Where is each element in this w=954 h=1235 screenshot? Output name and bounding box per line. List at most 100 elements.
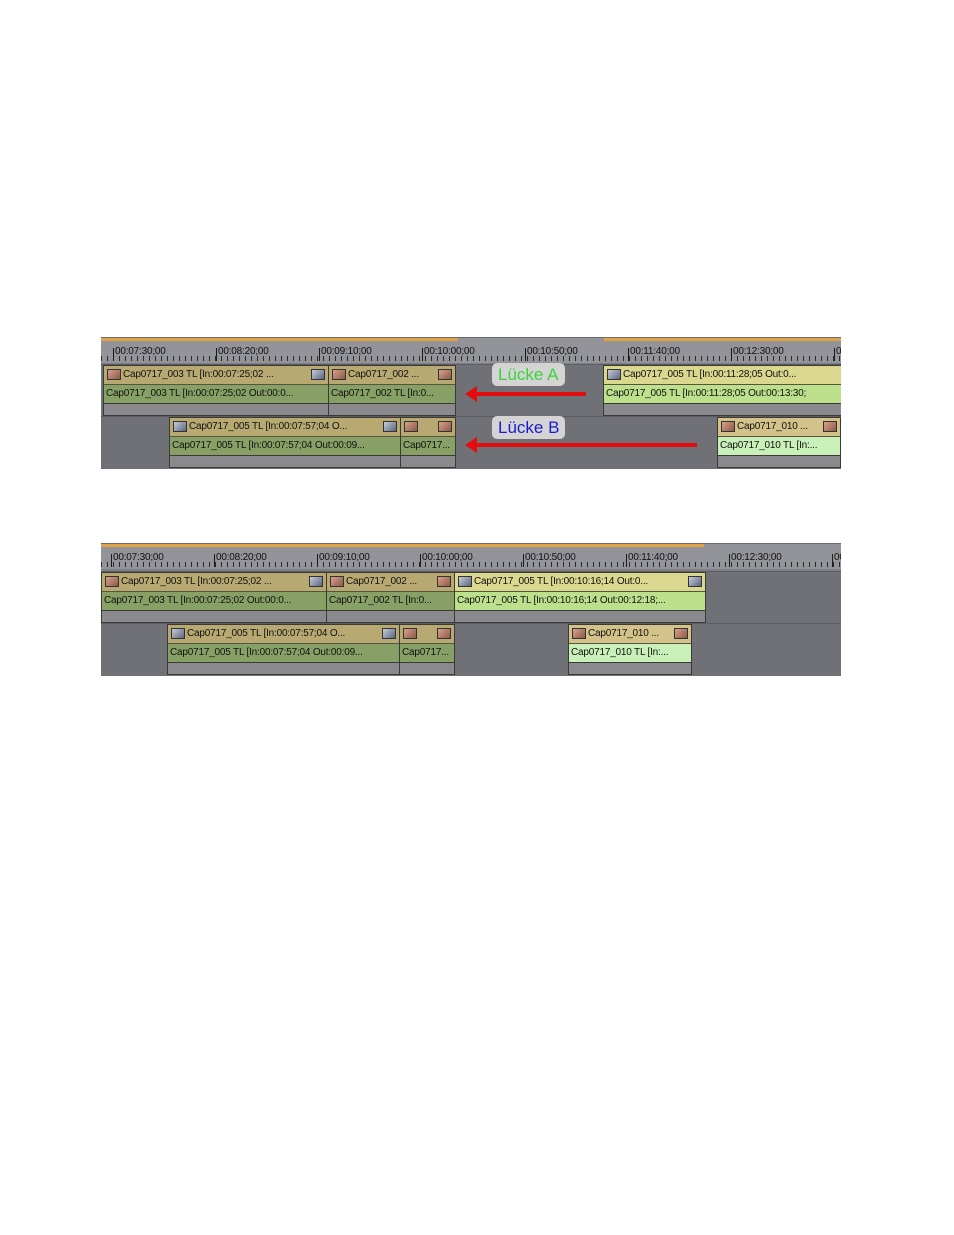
gap-a-label: Lücke A xyxy=(492,363,565,386)
clip-audio-row: Cap0717_005 TL [In:00:07:57;04 Out:00:09… xyxy=(170,437,400,456)
clip-video-row: Cap0717_005 TL [In:00:11:28;05 Out:0... xyxy=(604,366,841,385)
clip-sub-row xyxy=(718,456,840,467)
clip-cap0717-010[interactable]: Cap0717_010 ... Cap0717_010 TL [In:... xyxy=(717,417,841,468)
clip-sub-row xyxy=(455,611,705,622)
clip-thumbnail-icon xyxy=(823,421,837,432)
ruler-major-tick xyxy=(113,348,114,361)
clip-audio-label: Cap0717_005 TL [In:00:11:28;05 Out:00:13… xyxy=(606,388,807,399)
clip-sub-row xyxy=(401,456,455,467)
ruler-range-indicator xyxy=(101,338,458,341)
ruler-range-indicator xyxy=(101,544,704,547)
clip-video-row: Cap0717_003 TL [In:00:07:25;02 ... xyxy=(102,573,326,592)
clip-audio-row: Cap0717... xyxy=(401,437,455,456)
clip-cap0717-005[interactable]: Cap0717_005 TL [In:00:07:57;04 O... Cap0… xyxy=(169,417,401,468)
ruler-major-tick xyxy=(214,554,215,567)
clip-thumbnail-icon xyxy=(438,421,452,432)
ruler-timecode: 00:08:20;00 xyxy=(218,346,269,357)
track-1: Cap0717_003 TL [In:00:07:25;02 ... Cap07… xyxy=(101,364,841,416)
clip-audio-label: Cap0717_002 TL [In:0... xyxy=(331,388,434,399)
clip-audio-row: Cap0717_003 TL [In:00:07:25;02 Out:00:0.… xyxy=(104,385,328,404)
clip-audio-label: Cap0717_005 TL [In:00:07:57;04 Out:00:09… xyxy=(170,647,363,658)
clip-thumbnail-icon xyxy=(458,576,472,587)
clip-cap0717-003[interactable]: Cap0717_003 TL [In:00:07:25;02 ... Cap07… xyxy=(101,572,327,623)
ruler-range-indicator xyxy=(604,338,841,341)
clip-cap0717-002[interactable]: Cap0717_002 ... Cap0717_002 TL [In:0... xyxy=(328,365,456,416)
clip-sub-row xyxy=(400,663,454,674)
timeline-after: 00:07:30;00 00:08:20;00 00:09:10;00 00:1… xyxy=(101,543,841,676)
ruler-major-tick xyxy=(317,554,318,567)
clip-audio-row: Cap0717... xyxy=(400,644,454,663)
ruler-major-tick xyxy=(729,554,730,567)
clip-sub-row xyxy=(170,456,400,467)
clip-audio-label: Cap0717... xyxy=(402,647,449,658)
clip-audio-label: Cap0717_003 TL [In:00:07:25;02 Out:00:0.… xyxy=(104,595,292,606)
clip-audio-row: Cap0717_010 TL [In:... xyxy=(718,437,840,456)
clip-thumbnail-icon xyxy=(309,576,323,587)
clip-sub-row xyxy=(329,404,455,415)
arrow-left-icon xyxy=(465,386,477,402)
clip-video-row: Cap0717_005 TL [In:00:07:57;04 O... xyxy=(170,418,400,437)
ruler-major-tick xyxy=(319,348,320,361)
clip-video-row xyxy=(401,418,455,437)
clip-cap0717-short[interactable]: Cap0717... xyxy=(400,417,456,468)
clip-thumbnail-icon xyxy=(721,421,735,432)
clip-video-row: Cap0717_002 ... xyxy=(329,366,455,385)
clip-audio-label: Cap0717_003 TL [In:00:07:25;02 Out:00:0.… xyxy=(106,388,294,399)
arrow-left-icon xyxy=(465,437,477,453)
time-ruler[interactable]: 00:07:30;00 00:08:20;00 00:09:10;00 00:1… xyxy=(101,337,841,363)
timeline-before: 00:07:30;00 00:08:20;00 00:09:10;00 00:1… xyxy=(101,337,841,469)
clip-audio-label: Cap0717_010 TL [In:... xyxy=(571,647,669,658)
ruler-major-tick xyxy=(832,554,833,567)
clip-thumbnail-icon xyxy=(330,576,344,587)
clip-thumbnail-icon xyxy=(382,628,396,639)
clip-video-row xyxy=(400,625,454,644)
clip-cap0717-005[interactable]: Cap0717_005 TL [In:00:07:57;04 O... Cap0… xyxy=(167,624,400,675)
ruler-major-tick xyxy=(731,348,732,361)
ruler-timecode: 00:12:30;00 xyxy=(731,552,782,563)
clip-audio-row: Cap0717_002 TL [In:0... xyxy=(329,385,455,404)
clip-video-label: Cap0717_010 ... xyxy=(737,421,808,432)
clip-thumbnail-icon xyxy=(383,421,397,432)
clip-audio-row: Cap0717_005 TL [In:00:11:28;05 Out:00:13… xyxy=(604,385,841,404)
clip-thumbnail-icon xyxy=(572,628,586,639)
clip-video-label: Cap0717_005 TL [In:00:07:57;04 O... xyxy=(187,628,346,639)
ruler-timecode: 00:10:50;00 xyxy=(525,552,576,563)
clip-video-row: Cap0717_010 ... xyxy=(569,625,691,644)
gap-b-label: Lücke B xyxy=(492,416,566,439)
time-ruler[interactable]: 00:07:30;00 00:08:20;00 00:09:10;00 00:1… xyxy=(101,543,841,569)
clip-audio-row: Cap0717_005 TL [In:00:10:16;14 Out:00:12… xyxy=(455,592,705,611)
ruler-ticks xyxy=(101,562,841,567)
clip-thumbnail-icon xyxy=(311,369,325,380)
clip-audio-row: Cap0717_002 TL [In:0... xyxy=(327,592,454,611)
ruler-major-tick xyxy=(523,554,524,567)
clip-video-label: Cap0717_003 TL [In:00:07:25;02 ... xyxy=(121,576,272,587)
ruler-major-tick xyxy=(626,554,627,567)
clip-audio-label: Cap0717... xyxy=(403,440,450,451)
clip-cap0717-005[interactable]: Cap0717_005 TL [In:00:10:16;14 Out:0... … xyxy=(454,572,706,623)
clip-thumbnail-icon xyxy=(674,628,688,639)
ruler-timecode: 00 xyxy=(834,552,841,563)
clip-video-label: Cap0717_002 ... xyxy=(346,576,417,587)
ruler-timecode: 00:09:10;00 xyxy=(321,346,372,357)
ruler-timecode: 00:11:40;00 xyxy=(630,346,680,357)
clip-cap0717-002[interactable]: Cap0717_002 ... Cap0717_002 TL [In:0... xyxy=(326,572,455,623)
ruler-timecode: 00:11:40;00 xyxy=(628,552,678,563)
clip-thumbnail-icon xyxy=(688,576,702,587)
ruler-timecode: 00:10:00;00 xyxy=(422,552,473,563)
clip-cap0717-005[interactable]: Cap0717_005 TL [In:00:11:28;05 Out:0... … xyxy=(603,365,841,416)
clip-audio-label: Cap0717_010 TL [In:... xyxy=(720,440,818,451)
clip-audio-label: Cap0717_002 TL [In:0... xyxy=(329,595,432,606)
ruler-timecode: 00:12:30;00 xyxy=(733,346,784,357)
clip-video-row: Cap0717_003 TL [In:00:07:25;02 ... xyxy=(104,366,328,385)
track-1: Cap0717_003 TL [In:00:07:25;02 ... Cap07… xyxy=(101,571,841,623)
clip-audio-row: Cap0717_005 TL [In:00:07:57;04 Out:00:09… xyxy=(168,644,399,663)
clip-cap0717-003[interactable]: Cap0717_003 TL [In:00:07:25;02 ... Cap07… xyxy=(103,365,329,416)
clip-thumbnail-icon xyxy=(437,628,451,639)
clip-thumbnail-icon xyxy=(171,628,185,639)
clip-cap0717-short[interactable]: Cap0717... xyxy=(399,624,455,675)
clip-video-row: Cap0717_005 TL [In:00:07:57;04 O... xyxy=(168,625,399,644)
ruler-timecode: 00 xyxy=(836,346,841,357)
clip-thumbnail-icon xyxy=(332,369,346,380)
clip-video-label: Cap0717_005 TL [In:00:07:57;04 O... xyxy=(189,421,348,432)
clip-cap0717-010[interactable]: Cap0717_010 ... Cap0717_010 TL [In:... xyxy=(568,624,692,675)
